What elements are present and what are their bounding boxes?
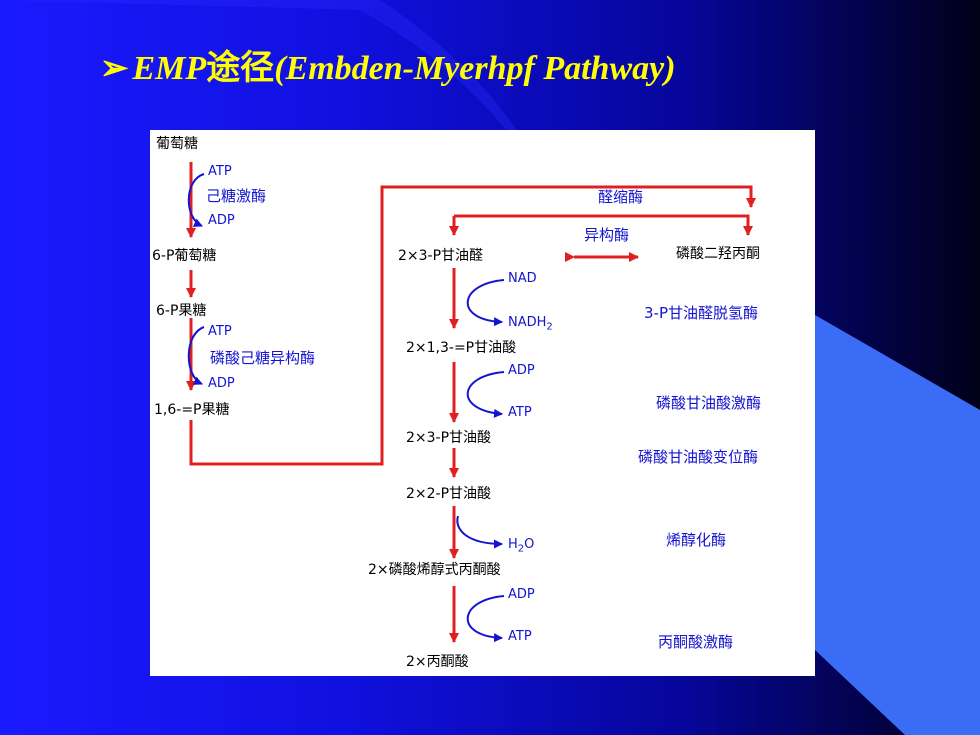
fbp-label: 1,6-=P果糖 bbox=[154, 402, 230, 418]
title-cjk: 途径 bbox=[206, 48, 275, 88]
left-red-arrows bbox=[186, 162, 756, 466]
nadh-label: NADH2 bbox=[508, 316, 553, 333]
title-latin: Embden-Myerhpf Pathway bbox=[285, 50, 665, 87]
pgk-label: 磷酸甘油酸激酶 bbox=[656, 394, 762, 412]
aldolase-label: 醛缩酶 bbox=[598, 188, 644, 206]
title-close-paren: ) bbox=[664, 50, 676, 87]
h2o-subscript: 2 bbox=[517, 543, 525, 555]
arrow-bullet-icon: ➢ bbox=[100, 50, 129, 87]
pfk-label: 磷酸己糖异构酶 bbox=[210, 349, 316, 367]
pyruvate-label: 2×丙酮酸 bbox=[406, 654, 469, 670]
g3p-label: 2×3-P甘油醛 bbox=[398, 248, 484, 264]
h2o-label: H2O bbox=[508, 538, 534, 555]
nadh-subscript: 2 bbox=[546, 321, 553, 333]
aldolase-to-dhap-arrow bbox=[454, 214, 753, 236]
atp-label-3: ATP bbox=[508, 405, 532, 420]
adp-label-2: ADP bbox=[208, 376, 235, 391]
enolase-label: 烯醇化酶 bbox=[666, 531, 727, 549]
title-prefix: EMP bbox=[132, 50, 207, 87]
title-open-paren: ( bbox=[274, 50, 286, 87]
isomerase-label: 异构酶 bbox=[584, 226, 630, 244]
nad-label: NAD bbox=[508, 271, 537, 286]
nadh-base: NADH bbox=[508, 315, 547, 330]
adp-label-1: ADP bbox=[208, 213, 235, 228]
pep-label: 2×磷酸烯醇式丙酮酸 bbox=[368, 562, 501, 578]
adp3-atp3-curve bbox=[466, 371, 505, 418]
pathway-arrows bbox=[186, 162, 756, 643]
atp1-adp1-curve bbox=[187, 173, 205, 227]
adp-label-3: ADP bbox=[508, 363, 535, 378]
adp4-atp4-curve bbox=[466, 595, 505, 643]
atp-label-1: ATP bbox=[208, 164, 232, 179]
g6p-label: 6-P葡萄糖 bbox=[152, 248, 217, 264]
bpg-label: 2×1,3-=P甘油酸 bbox=[406, 340, 517, 356]
nad-nadh-curve bbox=[466, 279, 505, 327]
h2o-base: H bbox=[508, 537, 518, 552]
cofactor-blue-arrows bbox=[187, 173, 505, 643]
slide-title: ➢EMP途径(Embden-Myerhpf Pathway) bbox=[100, 40, 676, 89]
h2o-curve bbox=[456, 515, 503, 549]
glucose-label: 葡萄糖 bbox=[156, 136, 198, 152]
pgm-label: 磷酸甘油酸变位酶 bbox=[638, 448, 759, 466]
hexokinase-label: 己糖激酶 bbox=[206, 187, 267, 205]
g3p-dehydrogenase-label: 3-P甘油醛脱氢酶 bbox=[644, 304, 759, 322]
f6p-label: 6-P果糖 bbox=[156, 303, 207, 319]
atp2-adp2-curve bbox=[187, 326, 205, 385]
h2o-end: O bbox=[524, 537, 535, 552]
atp-label-2: ATP bbox=[208, 324, 232, 339]
2pg-label: 2×2-P甘油酸 bbox=[406, 486, 492, 502]
atp-label-4: ATP bbox=[508, 629, 532, 644]
adp-label-4: ADP bbox=[508, 587, 535, 602]
pyruvate-kinase-label: 丙酮酸激酶 bbox=[658, 633, 734, 651]
blue-accent-shape bbox=[815, 315, 980, 735]
dhap-label: 磷酸二羟丙酮 bbox=[676, 246, 760, 262]
fbp-to-aldolase-path bbox=[189, 185, 756, 466]
3pg-label: 2×3-P甘油酸 bbox=[406, 430, 492, 446]
pathway-diagram: 葡萄糖 ATP 己糖激酶 ADP 6-P葡萄糖 6-P果糖 ATP 磷酸己糖异构… bbox=[150, 130, 815, 676]
